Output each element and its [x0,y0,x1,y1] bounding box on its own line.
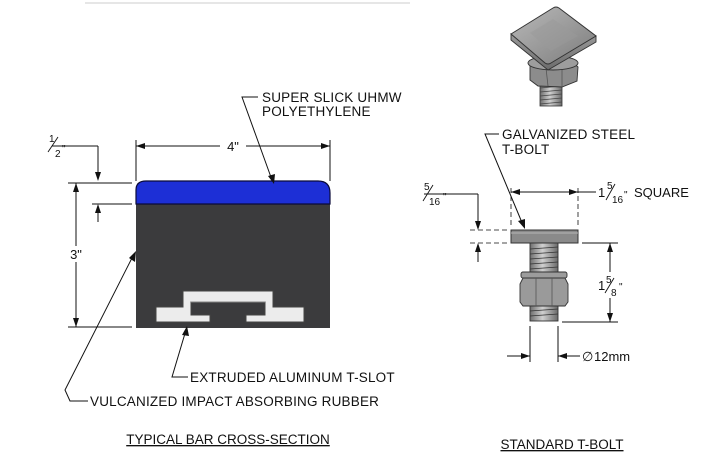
bar-cross-section [135,180,331,328]
uhmw-label-line2: POLYETHYLENE [262,104,371,119]
rubber-callout: VULCANIZED IMPACT ABSORBING RUBBER [64,251,379,409]
bolt-length-unit: " [619,282,623,293]
head-size-suffix: SQUARE [634,185,689,200]
diameter-label: 12mm [594,349,630,364]
head-thickness-den: 16 [429,197,441,208]
tslot-label: EXTRUDED ALUMINUM T-SLOT [190,370,395,385]
head-size-den: 16 [612,195,624,206]
width-dimension: 4" [135,138,331,181]
head-thickness-dimension: 5 16 " [422,182,509,262]
tslot-callout: EXTRUDED ALUMINUM T-SLOT [171,326,395,385]
diameter-dimension: ∅ 12mm [507,326,630,364]
tbolt-title: STANDARD T-BOLT [500,437,623,452]
uhmw-thickness-dimension: 1 2 " [47,134,132,222]
head-thickness-unit: " [443,192,447,203]
head-size-dimension: 1 5 16 " SQUARE [510,181,689,228]
bolt-length-whole: 1 [598,278,605,293]
uhmw-thickness-den: 2 [55,149,61,160]
height-label: 3" [70,247,82,262]
t-bolt-3d [510,6,597,107]
head-thickness-num: 5 [424,182,430,193]
head-size-num: 5 [607,181,613,192]
width-label: 4" [227,139,239,154]
uhmw-label-line1: SUPER SLICK UHMW [262,90,402,105]
tbolt-label-line2: T-BOLT [502,142,549,157]
height-dimension: 3" [64,182,132,328]
bolt-length-den: 8 [611,288,617,299]
tbolt-callout: GALVANIZED STEEL T-BOLT [484,127,636,229]
uhmw-thickness-unit: " [62,144,66,155]
head-size-unit: " [624,190,628,201]
cross-section-title: TYPICAL BAR CROSS-SECTION [126,432,330,447]
uhmw-cap [135,180,331,205]
bolt-length-dimension: 1 5 8 " [562,242,626,323]
head-size-whole: 1 [598,185,605,200]
rubber-label: VULCANIZED IMPACT ABSORBING RUBBER [90,394,379,409]
t-bolt-side-view [510,229,579,322]
uhmw-callout: SUPER SLICK UHMW POLYETHYLENE [241,90,402,184]
tbolt-label-line1: GALVANIZED STEEL [502,127,636,142]
uhmw-thickness-num: 1 [49,134,55,145]
bolt-length-num: 5 [606,275,612,286]
diameter-symbol: ∅ [582,349,593,364]
